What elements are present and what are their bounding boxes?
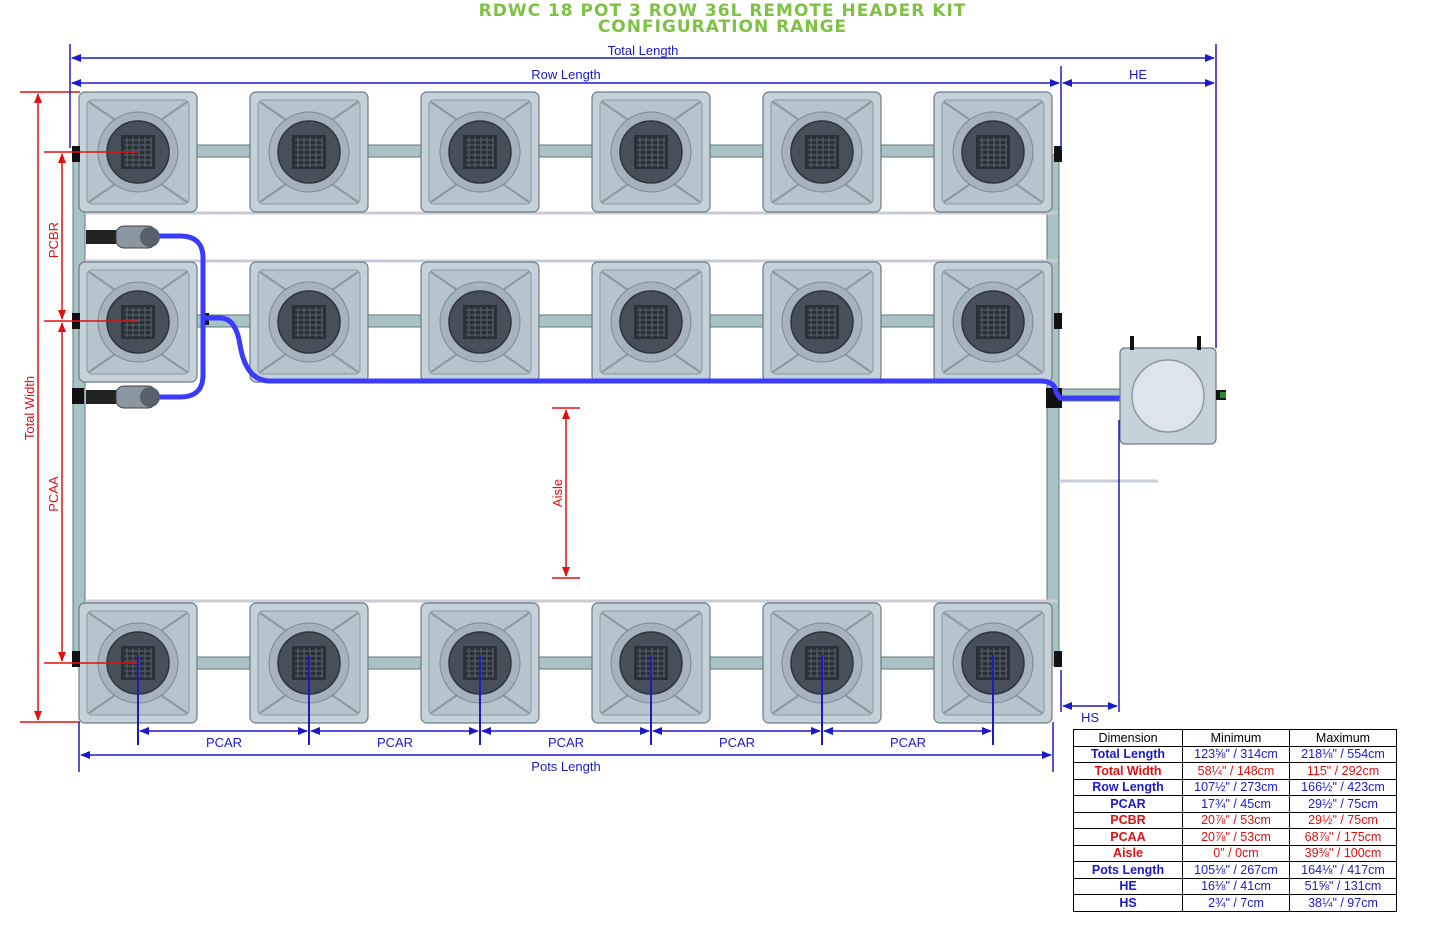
tie-lines	[85, 211, 1158, 603]
row-length-label: Row Length	[531, 67, 600, 82]
minimum-value: 107½" / 273cm	[1182, 778, 1290, 796]
fittings	[72, 146, 1062, 667]
header-tank	[1119, 336, 1226, 445]
dimension-name: HE	[1073, 877, 1183, 895]
pump-upper	[86, 225, 160, 249]
table-header-row: Dimension Minimum Maximum	[1073, 729, 1397, 747]
total-width-label: Total Width	[22, 376, 37, 440]
diagram-title: RDWC 18 POT 3 ROW 36L REMOTE HEADER KIT	[478, 1, 967, 21]
pump-lower	[86, 385, 160, 409]
pcbr-label: PCBR	[46, 222, 61, 258]
minimum-value: 20⅞" / 53cm	[1182, 811, 1290, 829]
maximum-value: 166½" / 423cm	[1289, 778, 1397, 796]
pcar-label-3: PCAR	[548, 735, 584, 750]
dimension-name: Total Length	[1073, 745, 1183, 763]
dimension-name: PCBR	[1073, 811, 1183, 829]
pots-length-label: Pots Length	[531, 759, 600, 774]
minimum-value: 20⅞" / 53cm	[1182, 828, 1290, 846]
maximum-value: 29½" / 75cm	[1289, 795, 1397, 813]
row-pipes	[72, 144, 1122, 670]
he-label: HE	[1129, 67, 1147, 82]
col-header-dimension: Dimension	[1073, 729, 1183, 747]
dimension-name: Aisle	[1073, 844, 1183, 862]
total-length-label: Total Length	[608, 43, 679, 58]
minimum-value: 0" / 0cm	[1182, 844, 1290, 862]
maximum-value: 115" / 292cm	[1289, 762, 1397, 780]
pcar-label-4: PCAR	[719, 735, 755, 750]
dimension-name: Pots Length	[1073, 861, 1183, 879]
minimum-value: 58¼" / 148cm	[1182, 762, 1290, 780]
hs-label: HS	[1081, 710, 1099, 725]
pcaa-label: PCAA	[46, 476, 61, 512]
maximum-value: 218⅛" / 554cm	[1289, 745, 1397, 763]
maximum-value: 29½" / 75cm	[1289, 811, 1397, 829]
col-header-maximum: Maximum	[1289, 729, 1397, 747]
blue-hose	[150, 233, 1120, 401]
minimum-value: 17¾" / 45cm	[1182, 795, 1290, 813]
pcar-markers	[137, 655, 994, 745]
minimum-value: 16⅛" / 41cm	[1182, 877, 1290, 895]
dimension-name: PCAR	[1073, 795, 1183, 813]
col-header-minimum: Minimum	[1182, 729, 1290, 747]
aisle-label: Aisle	[550, 479, 565, 507]
diagram-subtitle: CONFIGURATION RANGE	[597, 17, 848, 37]
dimension-name: HS	[1073, 894, 1183, 912]
maximum-value: 68⅞" / 175cm	[1289, 828, 1397, 846]
dimension-name: Row Length	[1073, 778, 1183, 796]
minimum-value: 105⅛" / 267cm	[1182, 861, 1290, 879]
dimension-name: PCAA	[1073, 828, 1183, 846]
maximum-value: 39⅜" / 100cm	[1289, 844, 1397, 862]
pcar-label-5: PCAR	[890, 735, 926, 750]
minimum-value: 2¾" / 7cm	[1182, 894, 1290, 912]
maximum-value: 164⅛" / 417cm	[1289, 861, 1397, 879]
pcar-label-1: PCAR	[206, 735, 242, 750]
minimum-value: 123⅝" / 314cm	[1182, 745, 1290, 763]
maximum-value: 38¼" / 97cm	[1289, 894, 1397, 912]
pcar-label-2: PCAR	[377, 735, 413, 750]
dimension-name: Total Width	[1073, 762, 1183, 780]
maximum-value: 51⅝" / 131cm	[1289, 877, 1397, 895]
blue-extension-lines	[69, 44, 1217, 772]
